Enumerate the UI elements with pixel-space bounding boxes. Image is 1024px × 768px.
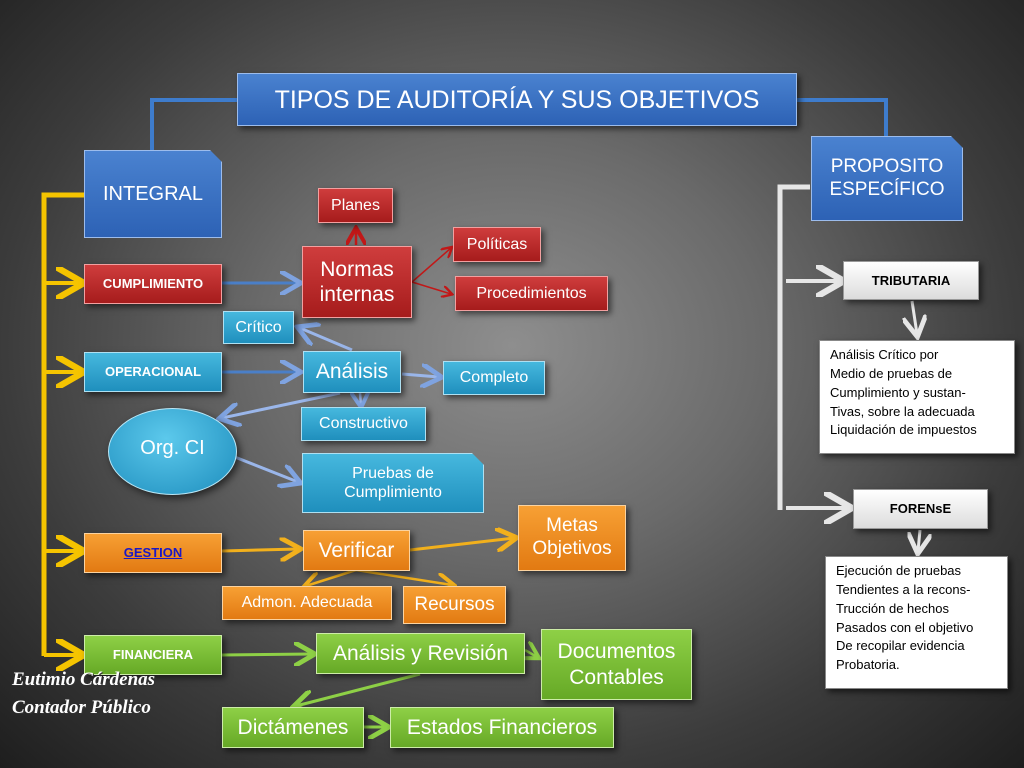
cumplimiento-box: CUMPLIMIENTO — [84, 264, 222, 304]
integral-label: INTEGRAL — [102, 183, 204, 205]
planes-label: Planes — [331, 196, 380, 214]
pruebas-cumplimiento-box: Pruebas de Cumplimiento — [302, 453, 484, 513]
verificar-box: Verificar — [303, 530, 410, 571]
org-ci-label: Org. CI — [140, 436, 205, 459]
critico-box: Crítico — [223, 311, 294, 344]
recursos-box: Recursos — [403, 586, 506, 624]
constructivo-label: Constructivo — [319, 415, 408, 433]
documentos-contables-box: Documentos Contables — [541, 629, 692, 700]
tributaria-description: Análisis Crítico por Medio de pruebas de… — [819, 340, 1015, 454]
completo-label: Completo — [459, 369, 529, 387]
recursos-label: Recursos — [414, 593, 495, 615]
metas-label-line1: Metas — [546, 515, 598, 537]
forense-description: Ejecución de pruebas Tendientes a la rec… — [825, 556, 1008, 689]
tributaria-desc-line: Tivas, sobre la adecuada — [830, 403, 975, 419]
politicas-box: Políticas — [453, 227, 541, 262]
pruebas-label-line2: Cumplimiento — [344, 484, 442, 501]
politicas-label: Políticas — [466, 235, 528, 253]
analisis-revision-label: Análisis y Revisión — [332, 641, 509, 665]
analisis-box: Análisis — [303, 351, 401, 393]
forense-desc-line: Ejecución de pruebas — [836, 563, 962, 578]
procedimientos-box: Procedimientos — [455, 276, 608, 311]
documentos-label-line1: Documentos — [557, 640, 676, 664]
estados-financieros-box: Estados Financieros — [390, 707, 614, 748]
critico-label: Crítico — [235, 318, 282, 336]
normas-label-line1: Normas — [320, 257, 394, 281]
tributaria-label: TRIBUTARIA — [871, 272, 951, 288]
forense-box: FORENsE — [853, 489, 988, 529]
org-ci-ellipse: Org. CI — [108, 408, 237, 495]
tributaria-box: TRIBUTARIA — [843, 261, 979, 300]
estados-label: Estados Financieros — [406, 715, 598, 739]
gestion-box[interactable]: GESTION — [84, 533, 222, 573]
forense-desc-line: De recopilar evidencia — [836, 638, 965, 654]
title-box: TIPOS DE AUDITORÍA Y SUS OBJETIVOS — [237, 73, 797, 126]
constructivo-box: Constructivo — [301, 407, 426, 441]
operacional-label: OPERACIONAL — [104, 364, 202, 380]
analisis-label: Análisis — [315, 360, 389, 384]
proposito-label-line2: ESPECÍFICO — [829, 178, 945, 200]
financiera-box: FINANCIERA — [84, 635, 222, 675]
dictamenes-box: Dictámenes — [222, 707, 364, 748]
proposito-label-line1: PROPOSITO — [830, 155, 944, 177]
signature-name: Eutimio Cárdenas — [12, 669, 156, 690]
metas-objetivos-box: Metas Objetivos — [518, 505, 626, 571]
tributaria-desc-line: Medio de pruebas de — [830, 365, 953, 381]
forense-desc-line: Tendientes a la recons- — [836, 581, 971, 597]
metas-label-line2: Objetivos — [532, 538, 612, 559]
cumplimiento-label: CUMPLIMIENTO — [102, 276, 204, 292]
admon-label: Admon. Adecuada — [241, 594, 373, 612]
proposito-especifico-box: PROPOSITO ESPECÍFICO — [811, 136, 963, 221]
tributaria-desc-line: Liquidación de impuestos — [830, 422, 977, 438]
tributaria-desc-line: Análisis Crítico por — [830, 347, 939, 362]
documentos-label-line2: Contables — [569, 665, 664, 689]
forense-desc-line: Probatoria. — [836, 657, 900, 673]
gestion-link[interactable]: GESTION — [123, 545, 183, 561]
forense-desc-line: Trucción de hechos — [836, 600, 949, 616]
completo-box: Completo — [443, 361, 545, 395]
planes-box: Planes — [318, 188, 393, 223]
normas-internas-box: Normas internas — [302, 246, 412, 318]
pruebas-label-line1: Pruebas de — [352, 464, 434, 482]
tributaria-desc-line: Cumplimiento y sustan- — [830, 384, 966, 400]
dictamenes-label: Dictámenes — [237, 715, 349, 739]
forense-label: FORENsE — [889, 501, 952, 517]
signature-role: Contador Público — [12, 697, 151, 718]
author-signature: Eutimio Cárdenas Contador Público — [12, 666, 155, 722]
financiera-label: FINANCIERA — [112, 647, 194, 663]
verificar-label: Verificar — [318, 538, 395, 562]
operacional-box: OPERACIONAL — [84, 352, 222, 392]
forense-desc-line: Pasados con el objetivo — [836, 619, 974, 635]
page-title: TIPOS DE AUDITORÍA Y SUS OBJETIVOS — [274, 85, 760, 114]
integral-box: INTEGRAL — [84, 150, 222, 238]
normas-label-line2: internas — [319, 283, 395, 306]
procedimientos-label: Procedimientos — [476, 284, 587, 302]
analisis-revision-box: Análisis y Revisión — [316, 633, 525, 674]
admon-adecuada-box: Admon. Adecuada — [222, 586, 392, 620]
